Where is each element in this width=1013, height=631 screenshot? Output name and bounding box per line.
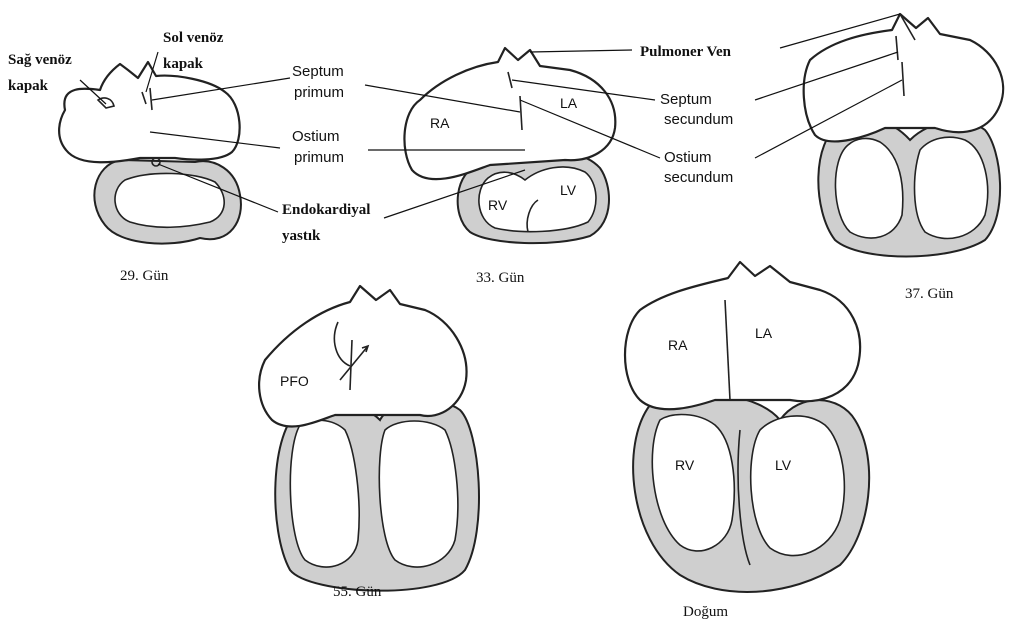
heart-day-55: PFO xyxy=(259,286,479,591)
day33-atrium xyxy=(404,48,615,179)
day33-chamber-la: LA xyxy=(560,95,578,111)
heart-day-29 xyxy=(59,62,241,244)
label-septum-secundum-line2: secundum xyxy=(664,111,733,128)
label-ostium-secundum-line2: secundum xyxy=(664,169,733,186)
label-endokardiyal-line2: yastık xyxy=(282,228,321,244)
birth-ventricle-cavity-left xyxy=(751,416,845,556)
label-ostium-primum-line1: Ostium xyxy=(292,128,340,145)
caption-day-37: 37. Gün xyxy=(905,286,954,302)
label-sag-venoz-kapak: kapak xyxy=(8,78,49,94)
label-endokardiyal-line1: Endokardiyal xyxy=(282,202,370,218)
label-sol-venoz-kapak: kapak xyxy=(163,56,204,72)
leader-pulmoner-ven-33 xyxy=(530,50,632,52)
heart-birth: RA LA RV LV xyxy=(625,262,869,592)
day55-ventricle-cavity-left xyxy=(379,421,458,567)
caption-day-29: 29. Gün xyxy=(120,268,169,284)
label-septum-secundum-line1: Septum xyxy=(660,91,712,108)
label-sag-venoz: Sağ venöz xyxy=(8,52,72,68)
heart-day-37 xyxy=(804,14,1003,257)
label-ostium-primum-line2: primum xyxy=(294,149,344,166)
caption-day-33: 33. Gün xyxy=(476,270,525,286)
day33-chamber-ra: RA xyxy=(430,115,450,131)
birth-chamber-ra: RA xyxy=(668,337,688,353)
birth-chamber-rv: RV xyxy=(675,457,695,473)
birth-chamber-la: LA xyxy=(755,325,773,341)
day29-ventricle-cavity xyxy=(115,173,224,227)
day29-atrium xyxy=(59,62,240,162)
day37-ventricle-cavity-left xyxy=(915,137,988,238)
label-septum-primum-line1: Septum xyxy=(292,63,344,80)
day55-chamber-pfo: PFO xyxy=(280,373,309,389)
label-ostium-secundum-line1: Ostium xyxy=(664,149,712,166)
day33-chamber-rv: RV xyxy=(488,197,508,213)
day55-ventricle-cavity-right xyxy=(290,420,359,567)
birth-atrium xyxy=(625,262,860,409)
caption-birth: Doğum xyxy=(683,604,728,620)
heart-day-33: RA LA RV LV xyxy=(404,48,615,243)
birth-chamber-lv: LV xyxy=(775,457,792,473)
label-sol-venoz: Sol venöz xyxy=(163,30,224,46)
label-pulmoner-ven: Pulmoner Ven xyxy=(640,44,732,60)
day33-chamber-lv: LV xyxy=(560,182,577,198)
label-septum-primum-line2: primum xyxy=(294,84,344,101)
day55-atrium xyxy=(259,286,466,426)
caption-day-55: 55. Gün xyxy=(333,584,382,600)
